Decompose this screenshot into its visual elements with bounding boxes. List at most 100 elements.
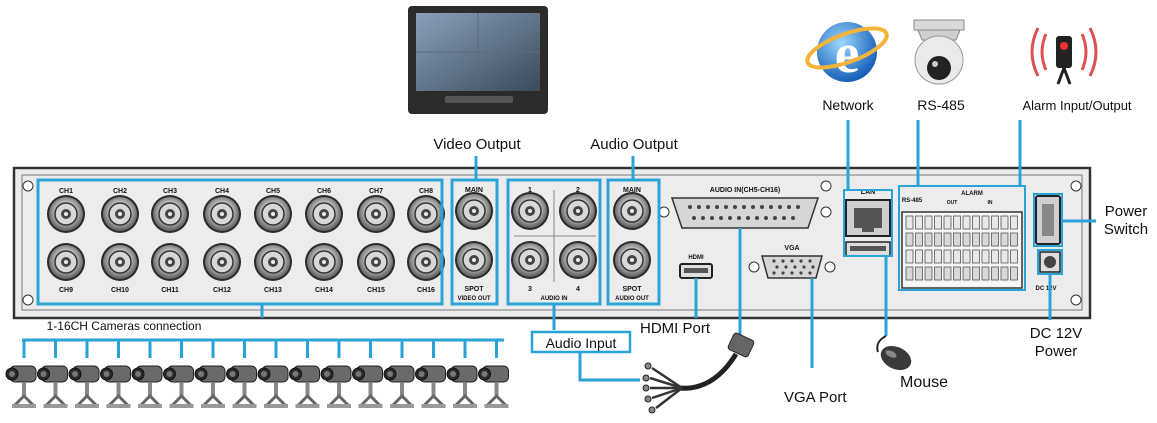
audio-out-spot-label: SPOT — [622, 286, 642, 293]
terminal-cell — [924, 266, 933, 281]
vga-pin — [790, 271, 794, 275]
bnc-input-ch16[interactable] — [406, 242, 446, 282]
terminal-cell — [915, 232, 923, 247]
audio-out-caption: AUDIO OUT — [615, 296, 649, 302]
rs485-label: RS-485 — [917, 97, 965, 113]
camera-icon — [193, 364, 227, 410]
audio-in-3-label: 3 — [528, 286, 532, 293]
dsub-pin — [764, 216, 768, 220]
hdmi-port-label: HDMI Port — [640, 320, 711, 337]
power-switch[interactable] — [1035, 195, 1061, 245]
vga-pin — [799, 259, 803, 263]
channel-label: CH15 — [367, 287, 385, 294]
bnc-input-ch2[interactable] — [100, 194, 140, 234]
dsub-pin — [719, 216, 723, 220]
bnc-input-ch7[interactable] — [356, 194, 396, 234]
terminal-cell — [1010, 215, 1018, 230]
bnc-input-ch10[interactable] — [100, 242, 140, 282]
audio-in-4-label: 4 — [576, 286, 580, 293]
terminal-cell — [1010, 249, 1018, 264]
terminal-cell — [905, 232, 914, 247]
camera-icon — [288, 364, 321, 410]
audio-in-3-connector[interactable] — [510, 240, 550, 280]
dsub-pin — [769, 205, 773, 209]
dsub-pin — [751, 205, 755, 209]
audio-out-main-connector[interactable] — [612, 191, 652, 231]
lan-connector[interactable] — [845, 199, 891, 237]
terminal-cell — [934, 266, 942, 281]
audio-in-2-connector[interactable] — [558, 191, 598, 231]
camera-icon — [130, 364, 164, 410]
video-out-main-label: MAIN — [465, 187, 483, 194]
channel-label: CH8 — [419, 188, 433, 195]
bnc-input-ch3[interactable] — [150, 194, 190, 234]
vga-pin — [781, 271, 785, 275]
dsub-pin — [737, 216, 741, 220]
channel-label: CH12 — [213, 287, 231, 294]
channel-label: CH14 — [315, 287, 333, 294]
video-out-main-connector[interactable] — [454, 191, 494, 231]
alarm-in-small-label: IN — [988, 200, 993, 206]
audio-in-dsub-label: AUDIO IN(CH5-CH16) — [710, 187, 780, 194]
bnc-input-ch8[interactable] — [406, 194, 446, 234]
bnc-input-ch4[interactable] — [202, 194, 242, 234]
terminal-cell — [972, 232, 980, 247]
vga-connector[interactable] — [748, 255, 836, 279]
vga-small-label: VGA — [784, 245, 799, 252]
terminal-cell — [943, 215, 952, 230]
hdmi-small-label: HDMI — [688, 255, 704, 261]
channel-label: CH3 — [163, 188, 177, 195]
terminal-cell — [1010, 266, 1018, 281]
channel-label: CH6 — [317, 188, 331, 195]
terminal-cell — [953, 232, 961, 247]
terminal-cell — [1000, 249, 1009, 264]
dsub-pin — [742, 205, 746, 209]
channel-label: CH7 — [369, 188, 383, 195]
dc-power-jack[interactable] — [1039, 251, 1061, 273]
dsub-pin — [715, 205, 719, 209]
video-out-spot-connector[interactable] — [454, 240, 494, 280]
bnc-input-ch6[interactable] — [304, 194, 344, 234]
terminal-cell — [905, 249, 914, 264]
bnc-input-ch14[interactable] — [304, 242, 344, 282]
cameras-connection-label: 1-16CH Cameras connection — [47, 319, 202, 333]
terminal-cell — [981, 249, 990, 264]
camera-icon — [4, 364, 38, 410]
dsub-pin — [688, 205, 692, 209]
terminal-cell — [924, 215, 933, 230]
bnc-input-ch9[interactable] — [46, 242, 86, 282]
audio-in-1-connector[interactable] — [510, 191, 550, 231]
usb-connector[interactable] — [845, 241, 891, 257]
video-output-label: Video Output — [433, 136, 521, 153]
bnc-input-ch5[interactable] — [253, 194, 293, 234]
alarm-rs485-terminal-block[interactable] — [901, 211, 1023, 289]
bnc-input-ch13[interactable] — [253, 242, 293, 282]
terminal-cell — [962, 266, 971, 281]
vga-pin — [781, 259, 785, 263]
dc-power-label-1: DC 12V — [1030, 325, 1083, 342]
bnc-input-ch12[interactable] — [202, 242, 242, 282]
hdmi-connector[interactable] — [679, 263, 713, 279]
terminal-cell — [972, 215, 980, 230]
terminal-cell — [972, 266, 980, 281]
bnc-input-ch15[interactable] — [356, 242, 396, 282]
camera-icon — [67, 364, 101, 410]
power-switch-label-1: Power — [1105, 203, 1148, 220]
bnc-input-ch1[interactable] — [46, 194, 86, 234]
bnc-input-ch11[interactable] — [150, 242, 190, 282]
video-out-spot-label: SPOT — [464, 286, 484, 293]
camera-icon — [382, 364, 416, 410]
audio-output-label: Audio Output — [590, 136, 678, 153]
terminal-cell — [934, 249, 942, 264]
terminal-cell — [991, 232, 999, 247]
dsub-pin — [755, 216, 759, 220]
dsub-pin — [724, 205, 728, 209]
audio-in-dsub-connector[interactable] — [658, 197, 832, 229]
mouse-icon — [876, 335, 912, 371]
dsub-pin — [733, 205, 737, 209]
terminal-cell — [953, 266, 961, 281]
audio-in-4-connector[interactable] — [558, 240, 598, 280]
channel-label: CH5 — [266, 188, 280, 195]
audio-out-spot-connector[interactable] — [612, 240, 652, 280]
terminal-cell — [915, 249, 923, 264]
